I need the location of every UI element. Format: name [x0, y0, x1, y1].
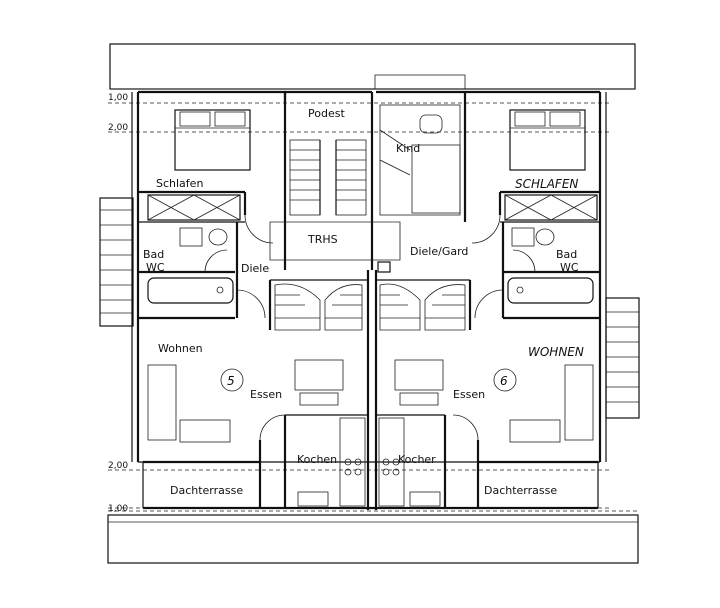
room-label-kochen-right: Kocher	[398, 453, 436, 466]
room-label-diele-gard: Diele/Gard	[410, 245, 468, 258]
unit-marker-right	[493, 368, 517, 392]
level-label-top-inner: 2,00	[108, 123, 128, 133]
roof-overhang-top	[109, 43, 636, 90]
room-label-dachterrasse-left: Dachterrasse	[170, 484, 243, 497]
unit-marker-left	[220, 368, 244, 392]
room-label-trhs: TRHS	[307, 233, 338, 246]
bed-right	[509, 109, 586, 171]
room-label-essen-right: Essen	[453, 388, 485, 401]
room-label-kind: Kind	[396, 142, 420, 155]
unit-number-left: 5	[227, 374, 235, 388]
level-label-top-outer: 1,00	[108, 93, 128, 103]
unit-number-right: 6	[500, 374, 508, 388]
kind-furniture	[379, 104, 461, 216]
roof-overhang-bottom	[107, 510, 639, 564]
room-label-wohnen-right: WOHNEN	[528, 345, 584, 359]
wardrobe-right	[504, 194, 598, 221]
room-label-bad-right: Bad	[556, 248, 577, 261]
interior-walls-right	[374, 90, 600, 510]
room-label-schlafen-right: SCHLAFEN	[515, 177, 578, 191]
room-label-wohnen-left: Wohnen	[158, 342, 203, 355]
level-lines	[108, 102, 612, 509]
room-label-wc-left: WC	[146, 261, 165, 274]
bathroom-fixtures-left	[147, 227, 234, 304]
staircase-top	[289, 139, 367, 216]
wardrobe-left	[147, 194, 241, 221]
bathroom-fixtures-right	[507, 227, 594, 304]
room-label-essen-left: Essen	[250, 388, 282, 401]
side-balcony-right	[605, 297, 640, 419]
level-label-bottom-outer: 1,00	[108, 504, 128, 514]
staircase-left	[274, 283, 363, 331]
room-label-podest: Podest	[308, 107, 345, 120]
room-label-bad-left: Bad	[143, 248, 164, 261]
room-label-diele: Diele	[241, 262, 269, 275]
kitchen-right	[378, 417, 441, 507]
bed-left	[174, 109, 251, 171]
staircase-right	[379, 283, 466, 331]
door-swings	[204, 214, 536, 441]
living-furniture-left	[147, 359, 344, 443]
room-label-dachterrasse-right: Dachterrasse	[484, 484, 557, 497]
room-label-wc-right: WC	[560, 261, 579, 274]
living-furniture-right	[394, 359, 594, 443]
interior-walls-left	[138, 90, 374, 510]
side-balcony-left	[99, 197, 134, 327]
trhs-landing	[269, 221, 401, 273]
kitchen-left	[297, 417, 366, 507]
room-label-schlafen-left: Schlafen	[156, 177, 203, 190]
room-label-kochen-left: Kochen	[297, 453, 337, 466]
level-label-bottom-inner: 2,00	[108, 461, 128, 471]
